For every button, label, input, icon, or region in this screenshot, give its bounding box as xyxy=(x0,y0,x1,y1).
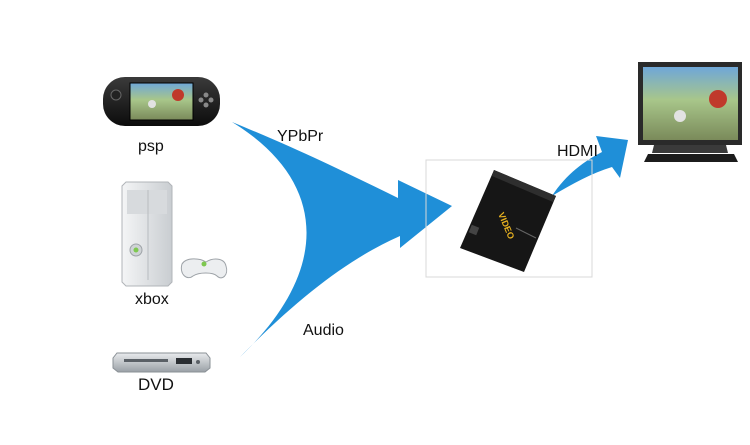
converter-box-icon: VIDEO xyxy=(460,170,556,272)
psp-console-icon xyxy=(103,77,220,126)
dvd-label: DVD xyxy=(138,375,174,394)
xbox-console-icon xyxy=(121,181,173,287)
psp-label: psp xyxy=(138,138,164,155)
dvd-player-icon xyxy=(112,352,211,373)
merge-arrow xyxy=(232,122,452,357)
ypbpr-label: YPbPr xyxy=(277,128,324,145)
game-controller-icon xyxy=(180,258,228,279)
hdmi-arrow xyxy=(552,136,628,196)
audio-label: Audio xyxy=(303,322,344,339)
tv-monitor-icon xyxy=(638,62,742,162)
xbox-label: xbox xyxy=(135,291,169,308)
converter-frame xyxy=(425,159,593,278)
hdmi-label: HDMI xyxy=(557,143,598,160)
